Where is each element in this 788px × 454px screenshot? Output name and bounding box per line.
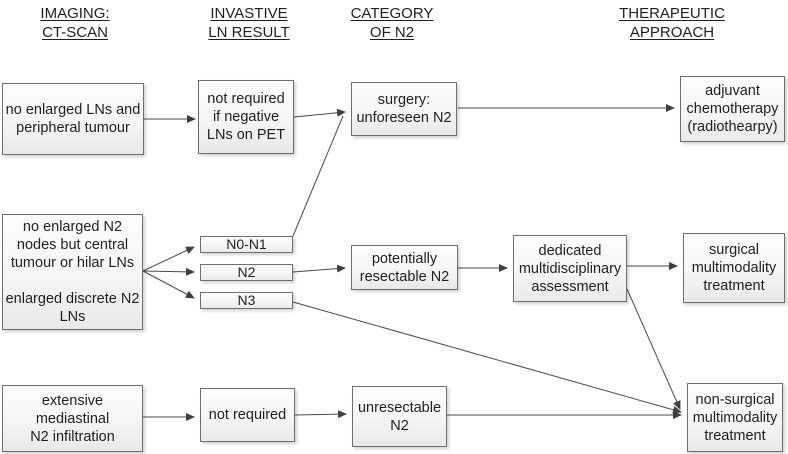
- arrow-central-to-n2: [142, 267, 195, 276]
- node-label: N2: [237, 264, 256, 280]
- node-pet-not-required: not required if negative LNs on PET: [198, 80, 294, 154]
- node-label: N3: [237, 292, 256, 308]
- node-potentially-resectable-n2: potentially resectable N2: [351, 245, 458, 290]
- node-label: no enlarged LNs and peripheral tumour: [5, 102, 141, 136]
- arrow-n3-to-nonsurgical: [292, 301, 682, 414]
- arrow-pet-to-surgery: [293, 108, 346, 118]
- node-n2: N2: [200, 264, 293, 281]
- node-extensive-mediastinal: extensive mediastinal N2 infiltration: [2, 385, 143, 452]
- header-imaging-ct-scan: IMAGING: CT-SCAN: [40, 5, 110, 41]
- node-nonsurgical-multimodality: non-surgical multimodality treatment: [687, 383, 783, 452]
- header-therapeutic-approach: THERAPEUTIC APPROACH: [619, 5, 725, 41]
- node-label: dedicated multidisciplinary assessment: [518, 242, 622, 295]
- node-label: not required: [208, 407, 287, 423]
- node-not-required: not required: [200, 388, 295, 442]
- node-label: unresectable N2: [357, 399, 442, 434]
- node-n0-n1: N0-N1: [200, 236, 293, 253]
- header-invasive-ln-result: INVASTIVE LN RESULT: [208, 5, 290, 41]
- node-label: extensive mediastinal N2 infiltration: [30, 392, 115, 445]
- node-surgical-multimodality: surgical multimodality treatment: [683, 233, 785, 303]
- node-label: surgery: unforeseen N2: [356, 92, 452, 126]
- node-no-enlarged-lns: no enlarged LNs and peripheral tumour: [2, 83, 144, 155]
- node-label: not required if negative LNs on PET: [206, 91, 286, 143]
- node-adjuvant-chemotherapy: adjuvant chemotherapy (radiothearpy): [680, 76, 785, 142]
- arrow-central-to-n3: [142, 270, 195, 299]
- node-label: N0-N1: [226, 236, 267, 252]
- node-multidisciplinary-assessment: dedicated multidisciplinary assessment: [513, 235, 627, 302]
- node-n3: N3: [200, 292, 293, 309]
- node-label: no enlarged N2 nodes but central tumour …: [5, 219, 140, 325]
- node-label: non-surgical multimodality treatment: [692, 391, 778, 444]
- node-label: surgical multimodality treatment: [691, 242, 777, 294]
- node-surgery-unforeseen-n2: surgery: unforeseen N2: [351, 82, 457, 136]
- header-category-of-n2: CATEGORY OF N2: [350, 5, 434, 41]
- arrow-assessment-to-nonsurgical: [626, 288, 681, 410]
- arrow-notrequired-to-unresectable: [294, 410, 347, 419]
- arrow-n0n1-to-surgery: [292, 115, 344, 237]
- arrow-central-to-n0n1: [142, 246, 195, 272]
- arrow-n2-to-potentially-resectable: [292, 264, 346, 273]
- node-unresectable-n2: unresectable N2: [352, 386, 447, 447]
- node-central-or-hilar: no enlarged N2 nodes but central tumour …: [2, 214, 143, 330]
- node-label: potentially resectable N2: [359, 250, 450, 285]
- node-label: adjuvant chemotherapy (radiothearpy): [686, 83, 779, 135]
